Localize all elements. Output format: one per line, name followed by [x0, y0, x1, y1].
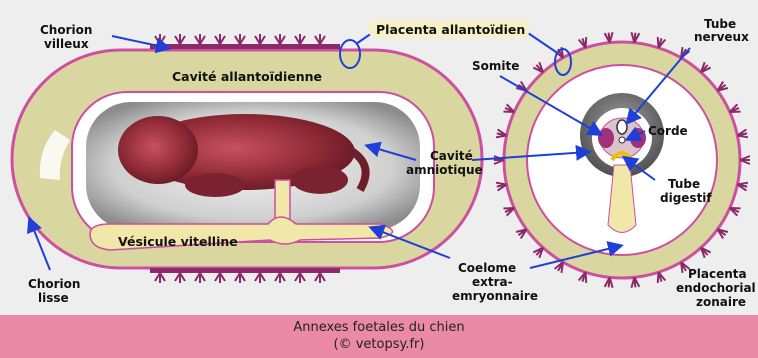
cross-villus — [496, 183, 507, 191]
label-chorion-villeux-1: Chorion — [40, 23, 92, 37]
label-coelome-1: Coelome — [458, 261, 516, 275]
label-tube-nerveux-1: Tube — [704, 17, 736, 31]
cross-section — [494, 32, 750, 287]
cross-villus — [737, 183, 748, 191]
cross-villus — [658, 37, 666, 48]
cross-neural-tube — [617, 120, 627, 134]
cross-villus — [717, 82, 727, 91]
chorionic-villi-bottom — [150, 268, 340, 283]
cross-villus — [533, 62, 543, 72]
arrow-placenta-right — [528, 33, 556, 52]
cross-villus — [701, 62, 711, 72]
label-tube-digestif-2: digestif — [660, 191, 712, 205]
label-corde: Corde — [648, 124, 688, 138]
label-chorion-villeux-2: villeux — [44, 37, 89, 51]
cross-somite-left — [598, 128, 614, 148]
fetal-annexes-figure: Chorion villeux Placenta allantoïdien Ca… — [0, 0, 758, 315]
cross-villus — [701, 248, 711, 258]
cross-villus — [730, 208, 741, 216]
cross-notochord — [619, 137, 625, 143]
embryo-leg-back — [292, 166, 348, 194]
cross-villus — [730, 104, 741, 112]
label-chorion-lisse-1: Chorion — [28, 277, 80, 291]
cross-villus — [658, 272, 666, 283]
label-coelome-2: extra- — [472, 275, 513, 289]
label-tube-digestif-1: Tube — [668, 177, 700, 191]
label-placenta-endo-3: zonaire — [696, 295, 746, 309]
fetal-annexes-svg: Chorion villeux Placenta allantoïdien Ca… — [0, 0, 758, 315]
label-placenta-allantoidien: Placenta allantoïdien — [376, 22, 525, 37]
cross-villus — [503, 104, 514, 112]
label-tube-nerveux-2: nerveux — [694, 30, 749, 44]
cross-villus — [579, 272, 587, 283]
villi-top-marks — [155, 34, 325, 44]
label-somite: Somite — [472, 59, 519, 73]
cross-villus — [516, 229, 526, 238]
label-chorion-lisse-2: lisse — [38, 291, 69, 305]
cross-villus — [533, 248, 543, 258]
embryo-head — [118, 116, 198, 184]
label-placenta-endo-1: Placenta — [688, 267, 747, 281]
caption-title: Annexes foetales du chien — [0, 319, 758, 336]
label-cavite-amniotique-1: Cavité — [430, 149, 473, 163]
cross-villus — [496, 129, 507, 137]
cross-villus — [555, 262, 563, 273]
cross-villus — [740, 156, 750, 164]
label-cavite-amniotique-2: amniotique — [406, 163, 483, 177]
caption-credit: (© vetopsy.fr) — [0, 336, 758, 353]
cross-villus — [717, 229, 727, 238]
label-vesicule-vitelline: Vésicule vitelline — [118, 234, 238, 249]
label-cavite-allantoidienne: Cavité allantoïdienne — [172, 69, 322, 84]
cross-villus — [579, 37, 587, 48]
label-coelome-3: emryonnaire — [452, 289, 538, 303]
arrow-placenta-left — [356, 33, 372, 44]
cross-villus — [503, 208, 514, 216]
figure-caption: Annexes foetales du chien (© vetopsy.fr) — [0, 315, 758, 358]
embryo-leg-front — [185, 173, 245, 197]
cross-villus — [737, 129, 748, 137]
label-placenta-endo-2: endochorial — [676, 281, 756, 295]
